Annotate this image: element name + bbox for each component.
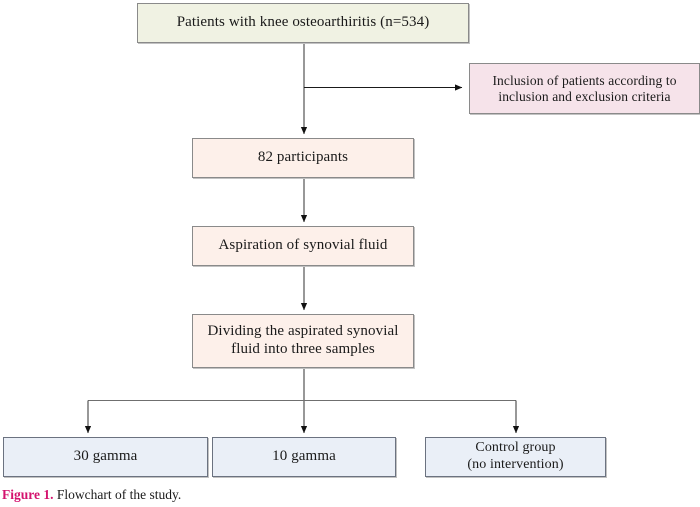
figure-caption-label: Figure 1. (2, 487, 54, 502)
node-dividing-into-three-samples: Dividing the aspirated synovial fluid in… (192, 314, 414, 368)
node-label: Inclusion of patients according to inclu… (492, 72, 677, 104)
node-label: 10 gamma (272, 448, 336, 465)
node-label: Dividing the aspirated synovial fluid in… (207, 323, 399, 357)
node-82-participants: 82 participants (192, 138, 414, 178)
node-label: Control group (no intervention) (467, 440, 564, 472)
node-group-control: Control group (no intervention) (425, 437, 606, 477)
node-inclusion-criteria: Inclusion of patients according to inclu… (469, 63, 700, 114)
figure-caption: Figure 1. Flowchart of the study. (2, 486, 698, 504)
node-patients-with-knee-osteoarthritis: Patients with knee osteoarthiritis (n=53… (137, 3, 469, 43)
node-label: 30 gamma (73, 448, 138, 465)
node-group-10-gamma: 10 gamma (212, 437, 396, 477)
node-label: Aspiration of synovial fluid (218, 237, 388, 254)
node-aspiration-of-synovial-fluid: Aspiration of synovial fluid (192, 226, 414, 266)
node-label: 82 participants (257, 149, 349, 166)
figure-caption-text: Flowchart of the study. (56, 487, 182, 502)
node-group-30-gamma: 30 gamma (3, 437, 208, 477)
node-label: Patients with knee osteoarthiritis (n=53… (176, 14, 430, 31)
